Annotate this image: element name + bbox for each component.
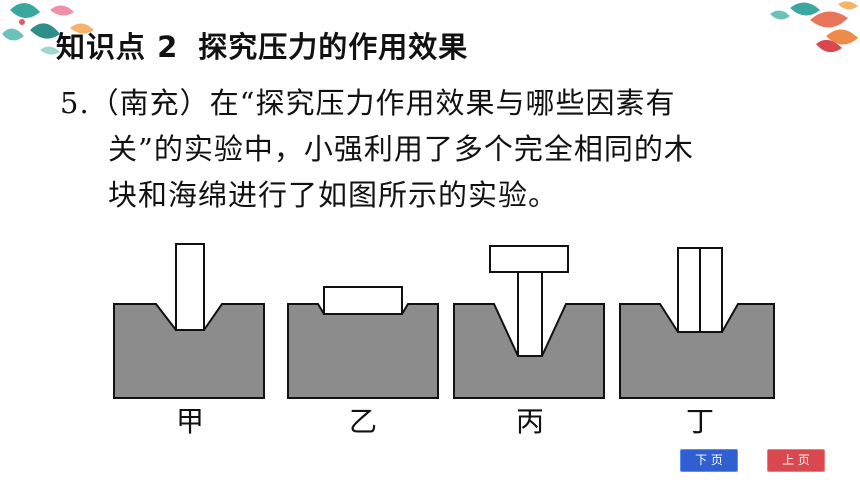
section-title: 探究压力的作用效果 — [198, 30, 469, 64]
figure-label-ding: 丁 — [685, 405, 714, 438]
figure-label-jia: 甲 — [175, 405, 204, 438]
block-ding-right — [699, 247, 723, 333]
setup-ding — [619, 247, 775, 399]
block-jia — [175, 243, 205, 331]
block-ding-left — [677, 247, 701, 333]
question-line-1: 5.（南充）在“探究压力作用效果与哪些因素有 — [60, 86, 676, 120]
sponge-jia — [113, 303, 265, 399]
next-page-button[interactable]: 下 页 — [680, 449, 738, 472]
question-text: 5.（南充）在“探究压力作用效果与哪些因素有 关”的实验中，小强利用了多个完全相… — [60, 80, 800, 218]
question-line-3: 块和海绵进行了如图所示的实验。 — [108, 178, 559, 212]
figure-label-yi: 乙 — [348, 405, 377, 438]
sponge-bing — [453, 303, 605, 399]
block-bing-upright — [517, 271, 543, 357]
leaf-decoration-left — [2, 2, 94, 55]
question-line-2: 关”的实验中，小强利用了多个完全相同的木 — [108, 132, 694, 166]
block-bing-top — [489, 245, 569, 273]
sponge-ding — [619, 303, 775, 399]
section-number: 知识点 2 — [56, 30, 179, 64]
sponge-yi — [287, 303, 439, 399]
block-yi — [323, 286, 403, 315]
figure-label-bing: 丙 — [515, 405, 544, 438]
setup-bing — [453, 245, 605, 399]
setup-jia — [113, 243, 265, 399]
leaf-decoration-right — [770, 1, 858, 53]
setup-yi — [287, 286, 439, 399]
section-heading: 知识点 2 探究压力的作用效果 — [56, 24, 468, 66]
previous-page-button[interactable]: 上 页 — [767, 449, 825, 472]
